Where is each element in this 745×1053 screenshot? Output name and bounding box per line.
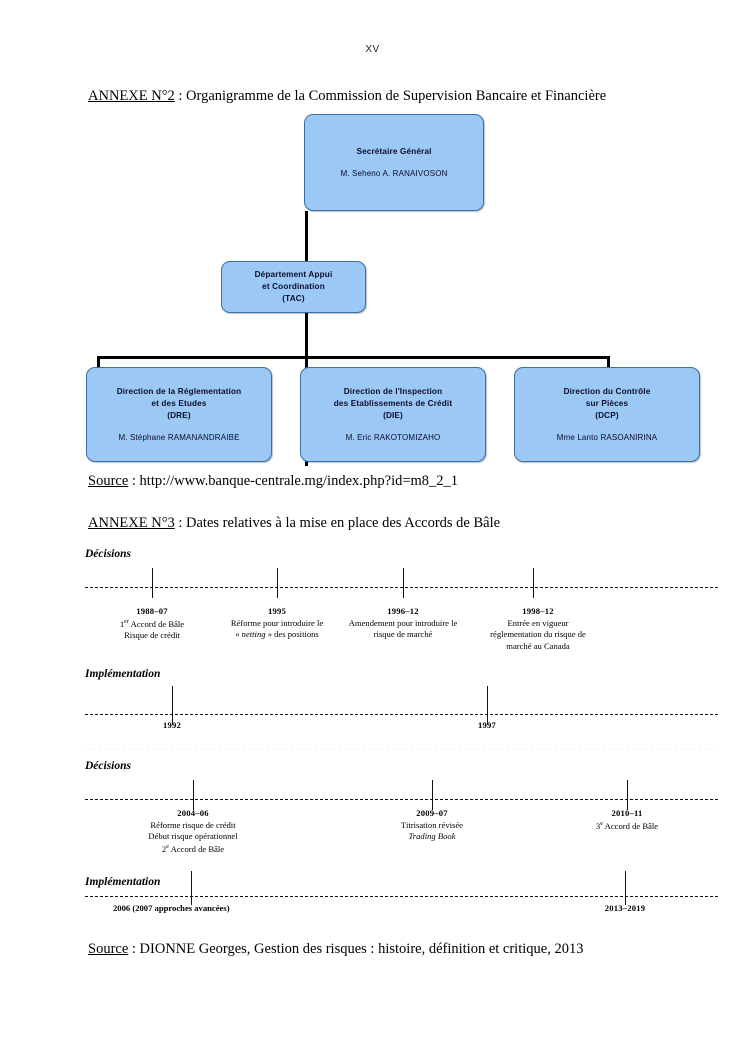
page-number: XV xyxy=(365,44,380,55)
timeline-tick xyxy=(191,871,193,905)
timeline-tick xyxy=(152,568,154,598)
timeline-tick xyxy=(533,568,535,598)
timeline-event-line: Titrisation révisée xyxy=(401,819,463,830)
org-node-direction-inspection[interactable]: Direction de l'Inspection des Etablissem… xyxy=(300,367,486,462)
timeline-event-line: « netting » des positions xyxy=(235,629,319,640)
timeline-axis-decisions-2 xyxy=(85,799,718,800)
timeline-axis-decisions-1 xyxy=(85,587,718,588)
timeline-event-line-italic: Trading Book xyxy=(408,831,456,842)
timeline-separator xyxy=(85,743,718,750)
annexe2-label: ANNEXE N°2 xyxy=(88,88,175,104)
org-node-person: M. Stéphane RAMANANDRAIBE xyxy=(118,432,240,442)
timeline-tick xyxy=(193,780,195,810)
annexe2-source-text: : http://www.banque-centrale.mg/index.ph… xyxy=(128,473,459,489)
timeline-event: 1995 Réforme pour introduire le « nettin… xyxy=(231,606,323,641)
timeline-event-line: Réforme risque de crédit xyxy=(150,819,236,830)
timeline-tick xyxy=(627,780,629,810)
org-node-departement-appui[interactable]: Département Appui et Coordination (TAC) xyxy=(221,261,366,313)
annexe2-title: : Organigramme de la Commission de Super… xyxy=(174,88,607,104)
annexe2-source-label: Source xyxy=(88,473,129,489)
timeline-event: 1988–07 1er Accord de Bâle Risque de cré… xyxy=(120,606,184,642)
timeline-section-label-decisions-1: Décisions xyxy=(85,548,131,560)
timeline-axis-implementation-2 xyxy=(85,896,718,897)
timeline-tick xyxy=(277,568,279,598)
timeline-event: 2010–11 3e Accord de Bâle xyxy=(596,808,658,832)
timeline-event-year: 1997 xyxy=(478,720,496,730)
timeline-event: 2009–07 Titrisation révisée Trading Book xyxy=(401,808,463,843)
annexe3-title: : Dates relatives à la mise en place des… xyxy=(174,515,501,531)
timeline-event: 1997 xyxy=(478,720,496,732)
timeline-event: 1992 xyxy=(163,720,181,732)
timeline-event-line: risque de marché xyxy=(373,629,433,640)
org-node-secretaire-general[interactable]: Secrétaire Général M. Seheno A. RANAIVOS… xyxy=(304,114,484,211)
timeline-event-year: 1996–12 xyxy=(387,606,419,616)
org-node-title: Département Appui et Coordination (TAC) xyxy=(254,270,333,303)
org-node-title: Secrétaire Général xyxy=(356,146,432,156)
timeline-event-line: Entrée en vigueur xyxy=(507,617,569,628)
timeline-section-label-implementation-1: Implémentation xyxy=(85,668,161,680)
ordinal-suffix: er xyxy=(124,617,129,625)
timeline-figure: Décisions 1988–07 1er Accord de Bâle Ris… xyxy=(0,540,745,930)
org-node-direction-reglementation[interactable]: Direction de la Réglementation et des Et… xyxy=(86,367,272,462)
timeline-tick xyxy=(172,686,174,725)
timeline-event: 2006 (2007 approches avancées) xyxy=(113,903,230,913)
timeline-tick xyxy=(487,686,489,725)
timeline-event-line: 1er Accord de Bâle xyxy=(119,617,185,629)
annexe3-label: ANNEXE N°3 xyxy=(88,515,175,531)
timeline-event-year: 1988–07 xyxy=(136,606,168,616)
timeline-event: 1998–12 Entrée en vigueur réglementation… xyxy=(490,606,586,652)
timeline-event-line: Début risque opérationnel xyxy=(148,831,238,842)
timeline-event: 2004–06 Réforme risque de crédit Début r… xyxy=(148,808,237,855)
timeline-event-line: 3e Accord de Bâle xyxy=(595,819,659,831)
zigzag-icon xyxy=(87,749,718,750)
timeline-axis-implementation-1 xyxy=(85,714,718,715)
timeline-tick xyxy=(432,780,434,810)
timeline-event-year: 2009–07 xyxy=(416,808,448,818)
timeline-tick xyxy=(625,871,627,905)
annexe3-source-text: : DIONNE Georges, Gestion des risques : … xyxy=(128,941,584,957)
timeline-event-line: marché au Canada xyxy=(506,640,570,651)
timeline-event-year: 1998–12 xyxy=(522,606,554,616)
timeline-event-line: Réforme pour introduire le xyxy=(230,617,324,628)
timeline-event: 2013–2019 xyxy=(605,903,645,915)
timeline-event-line: réglementation du risque de xyxy=(490,629,586,640)
annexe3-heading: ANNEXE N°3 : Dates relatives à la mise e… xyxy=(88,515,500,532)
organigramme: Secrétaire Général M. Seheno A. RANAIVOS… xyxy=(0,108,745,468)
connector-drop-dcp xyxy=(607,356,610,368)
timeline-event: 1996–12 Amendement pour introduire le ri… xyxy=(349,606,458,641)
org-node-person: Mme Lanto RASOANIRINA xyxy=(556,432,658,442)
timeline-event-line: Amendement pour introduire le xyxy=(348,617,458,628)
connector-horizontal-bus xyxy=(97,356,609,359)
annexe2-heading: ANNEXE N°2 : Organigramme de la Commissi… xyxy=(88,88,606,105)
annexe2-source: Source : http://www.banque-centrale.mg/i… xyxy=(88,473,458,490)
org-node-title: Direction de la Réglementation et des Et… xyxy=(116,387,242,420)
timeline-tick xyxy=(403,568,405,598)
timeline-event-line: Risque de crédit xyxy=(124,630,180,641)
timeline-event-year: 1992 xyxy=(163,720,181,730)
timeline-event-line: 2e Accord de Bâle xyxy=(161,842,225,854)
org-node-title: Direction du Contrôle sur Pièces (DCP) xyxy=(563,387,651,420)
annexe3-source: Source : DIONNE Georges, Gestion des ris… xyxy=(88,941,583,958)
timeline-section-label-decisions-2: Décisions xyxy=(85,760,131,772)
org-node-person: M. Eric RAKOTOMIZAHO xyxy=(345,432,441,442)
timeline-event-year: 2013–2019 xyxy=(604,903,646,913)
connector-drop-dre xyxy=(97,356,100,368)
timeline-section-label-implementation-2: Implémentation xyxy=(85,876,161,888)
connector-drop-die xyxy=(305,356,308,368)
italic-term: netting xyxy=(241,629,266,640)
ordinal-suffix: e xyxy=(600,819,603,827)
annexe3-source-label: Source xyxy=(88,941,129,957)
org-node-direction-controle[interactable]: Direction du Contrôle sur Pièces (DCP) M… xyxy=(514,367,700,462)
connector-vertical-main xyxy=(305,211,308,466)
ordinal-suffix: e xyxy=(166,842,169,850)
timeline-event-year: 2010–11 xyxy=(611,808,643,818)
org-node-person: M. Seheno A. RANAIVOSON xyxy=(340,168,448,178)
org-node-title: Direction de l'Inspection des Etablissem… xyxy=(333,387,453,420)
timeline-event-year: 1995 xyxy=(267,606,286,616)
timeline-event-year: 2004–06 xyxy=(177,808,209,818)
